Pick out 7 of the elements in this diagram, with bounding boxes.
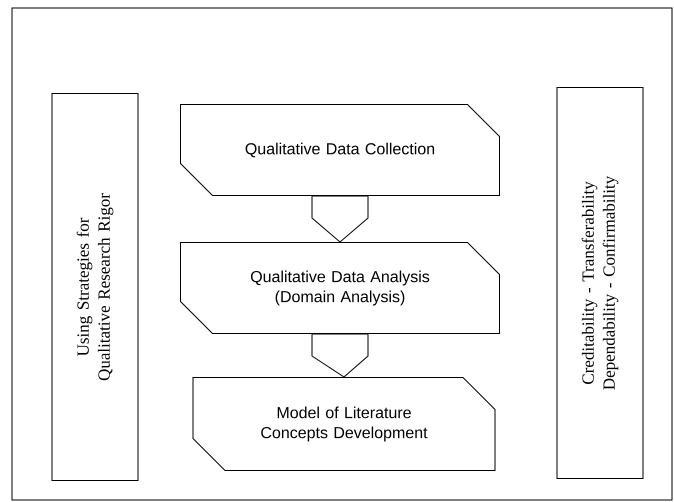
- side-box: Creditability - Transferability Dependability - Confirmability: [556, 87, 644, 479]
- block-arrow: [312, 333, 368, 378]
- process-box: Qualitative Data Analysis (Domain Analysis): [180, 242, 500, 334]
- process-box: Model of Literature Concepts Development: [192, 376, 496, 471]
- process-box: Qualitative Data Collection: [180, 104, 500, 196]
- block-arrow: [312, 195, 368, 243]
- side-box: Using Strategies for Qualitative Research Rigor: [52, 93, 138, 481]
